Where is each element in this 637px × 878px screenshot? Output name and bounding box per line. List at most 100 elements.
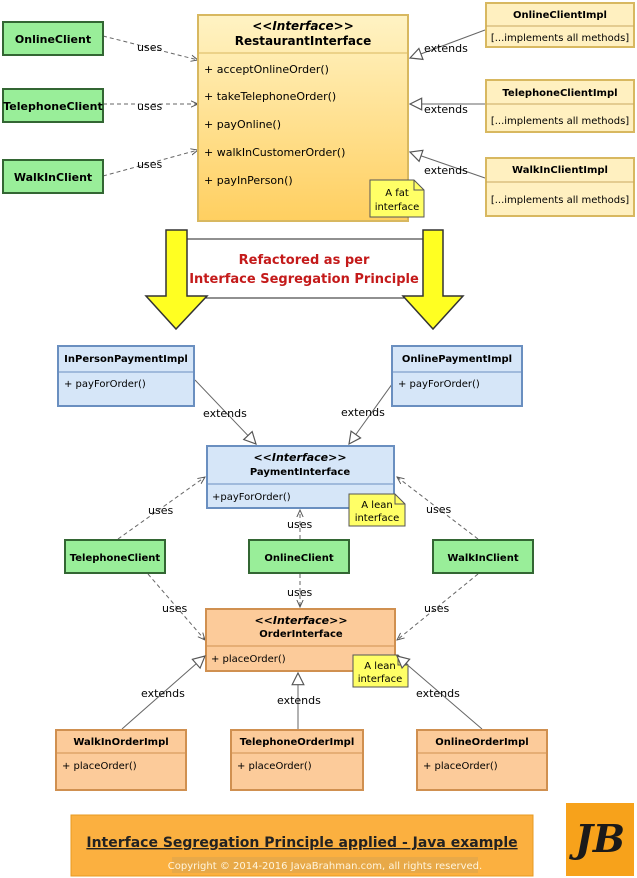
extends-label: extends	[341, 406, 385, 419]
note-line: interface	[375, 202, 420, 213]
uses-connector	[117, 477, 205, 540]
impl-name: TelephoneClientImpl	[502, 88, 617, 99]
client-name: OnlineClient	[15, 33, 91, 46]
impl-method: + placeOrder()	[62, 761, 137, 772]
method-accept-online-order: + acceptOnlineOrder()	[204, 63, 329, 76]
interface-method: + placeOrder()	[211, 654, 286, 665]
client-name: WalkInClient	[447, 553, 518, 564]
uses-connector	[147, 573, 205, 640]
impl-box-telephone-order: TelephoneOrderImpl + placeOrder()	[230, 729, 364, 791]
footer-title: Interface Segregation Principle applied …	[86, 835, 517, 851]
interface-name: OrderInterface	[259, 629, 343, 640]
refactor-line-2: Interface Segregation Principle	[189, 272, 419, 287]
impl-name: OnlineClientImpl	[513, 10, 607, 21]
impl-box-online-order: OnlineOrderImpl + placeOrder()	[416, 729, 548, 791]
impl-method: + placeOrder()	[237, 761, 312, 772]
interface-name: RestaurantInterface	[235, 34, 372, 48]
client-name: TelephoneClient	[70, 553, 161, 564]
uses-label: uses	[287, 518, 312, 531]
impl-body: [...implements all methods]	[491, 195, 629, 206]
footer-banner: Interface Segregation Principle applied …	[70, 814, 534, 877]
extends-connector	[194, 379, 256, 444]
extends-label: extends	[141, 687, 185, 700]
impl-name: WalkInOrderImpl	[73, 737, 168, 748]
impl-method: + payForOrder()	[398, 379, 480, 390]
client-box-walkin-top: WalkInClient	[2, 159, 104, 194]
client-box-telephone: TelephoneClient	[64, 539, 166, 574]
impl-name: OnlineOrderImpl	[435, 737, 528, 748]
impl-box-walkin-client: WalkInClientImpl [...implements all meth…	[485, 157, 635, 217]
note-line: A fat	[385, 188, 409, 199]
left-down-arrow	[144, 229, 209, 331]
note-line: A lean	[361, 500, 392, 511]
impl-name: WalkInClientImpl	[512, 165, 608, 176]
impl-method: + placeOrder()	[423, 761, 498, 772]
refactor-line-1: Refactored as per	[239, 253, 370, 268]
impl-name: OnlinePaymentImpl	[402, 354, 512, 365]
extends-connector	[121, 656, 205, 730]
order-connectors	[121, 656, 483, 730]
order-lean-note: A lean interface	[352, 654, 409, 688]
uses-label: uses	[424, 602, 449, 615]
uses-connector	[102, 35, 198, 60]
fat-interface-note: A fat interface	[369, 179, 425, 218]
uses-label: uses	[287, 586, 312, 599]
extends-label: extends	[424, 103, 468, 116]
extends-connector	[410, 29, 486, 58]
client-box-telephone-top: TelephoneClient	[2, 88, 104, 123]
method-pay-in-person: + payInPerson()	[204, 174, 293, 187]
javabrahman-logo: JB	[566, 803, 634, 876]
extends-label: extends	[424, 42, 468, 55]
impl-box-online-payment: OnlinePaymentImpl + payForOrder()	[391, 345, 523, 407]
fat-connectors	[102, 29, 486, 179]
uses-label: uses	[137, 100, 162, 113]
client-name: TelephoneClient	[3, 100, 102, 113]
refactor-arrows: Refactored as per Interface Segregation …	[144, 229, 465, 331]
right-down-arrow	[401, 229, 465, 331]
uses-label: uses	[162, 602, 187, 615]
note-line: interface	[355, 513, 400, 524]
client-box-online: OnlineClient	[248, 539, 350, 574]
uses-connector	[397, 477, 479, 540]
uses-connector	[102, 150, 198, 177]
order-interface-box: <<Interface>> OrderInterface + placeOrde…	[205, 608, 396, 672]
note-line: A lean	[364, 661, 395, 672]
extends-connector	[349, 379, 396, 444]
client-box-online-top: OnlineClient	[2, 21, 104, 56]
note-line: interface	[358, 674, 403, 685]
client-box-walkin: WalkInClient	[432, 539, 534, 574]
impl-name: TelephoneOrderImpl	[240, 737, 355, 748]
extends-connector	[410, 152, 486, 179]
impl-body: [...implements all methods]	[491, 33, 629, 44]
footer-copyright: Copyright © 2014-2016 JavaBrahman.com, a…	[168, 861, 482, 872]
payment-lean-note: A lean interface	[348, 493, 406, 527]
impl-body: [...implements all methods]	[491, 116, 629, 127]
method-pay-online: + payOnline()	[204, 118, 281, 131]
logo-text: JB	[569, 816, 625, 861]
interface-stereotype: <<Interface>>	[253, 451, 346, 464]
impl-box-walkin-order: WalkInOrderImpl + placeOrder()	[55, 729, 187, 791]
impl-box-telephone-client: TelephoneClientImpl [...implements all m…	[485, 79, 635, 133]
client-name: OnlineClient	[264, 553, 333, 564]
uses-label: uses	[148, 504, 173, 517]
uses-label: uses	[426, 503, 451, 516]
extends-label: extends	[277, 694, 321, 707]
interface-stereotype: <<Interface>>	[254, 614, 347, 627]
impl-name: InPersonPaymentImpl	[64, 354, 188, 365]
extends-connector	[397, 656, 483, 730]
impl-box-online-client: OnlineClientImpl [...implements all meth…	[485, 2, 635, 48]
uses-connector	[397, 573, 479, 640]
middle-connectors	[117, 477, 479, 640]
payment-connectors	[194, 379, 396, 444]
extends-label: extends	[416, 687, 460, 700]
method-take-telephone-order: + takeTelephoneOrder()	[204, 90, 336, 103]
impl-box-in-person-payment: InPersonPaymentImpl + payForOrder()	[57, 345, 195, 407]
interface-method: +payForOrder()	[212, 492, 291, 503]
extends-label: extends	[424, 164, 468, 177]
method-walk-in-customer-order: + walkInCustomerOrder()	[204, 146, 345, 159]
interface-name: PaymentInterface	[250, 467, 350, 478]
uses-label: uses	[137, 41, 162, 54]
extends-label: extends	[203, 407, 247, 420]
interface-stereotype: <<Interface>>	[252, 19, 354, 33]
impl-method: + payForOrder()	[64, 379, 146, 390]
